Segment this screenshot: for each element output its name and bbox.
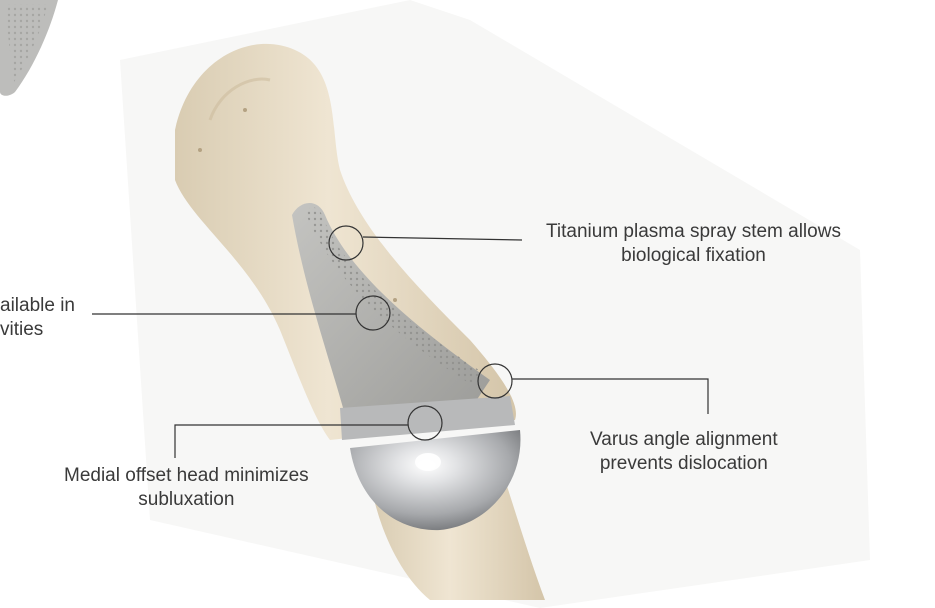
callout-stem-line-1: Titanium plasma spray stem allows bbox=[546, 220, 841, 244]
callout-varus-line-1: Varus angle alignment bbox=[590, 428, 778, 452]
callout-stem-line-2: biological fixation bbox=[546, 244, 841, 268]
callout-varus-line-2: prevents dislocation bbox=[590, 452, 778, 476]
callout-label-head: Medial offset head minimizes subluxation bbox=[64, 464, 309, 512]
callout-label-cavities: ailable in vities bbox=[0, 294, 75, 342]
callout-cavities-line-2: vities bbox=[0, 318, 75, 342]
callout-label-stem: Titanium plasma spray stem allows biolog… bbox=[546, 220, 841, 268]
callout-cavities-line-1: ailable in bbox=[0, 294, 75, 318]
callout-head-line-2: subluxation bbox=[64, 488, 309, 512]
callout-label-varus: Varus angle alignment prevents dislocati… bbox=[590, 428, 778, 476]
callout-head-line-1: Medial offset head minimizes bbox=[64, 464, 309, 488]
